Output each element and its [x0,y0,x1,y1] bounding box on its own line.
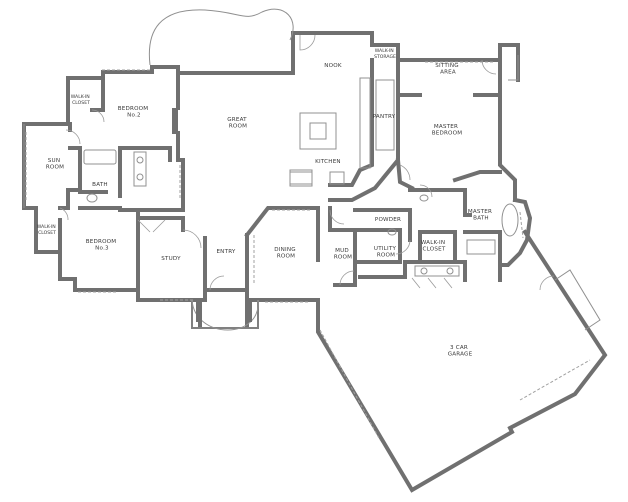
fireplace [172,108,178,134]
label-dining-room: DINING ROOM [274,247,298,260]
label-walk-in-closet-left: WALK-IN CLOSET [37,224,57,236]
room-labels: NOOK WALK-IN STORAGE SITTING AREA WALK-I… [37,48,494,358]
label-bath: BATH [92,182,108,188]
interior-walls [23,58,502,292]
label-master-bedroom: MASTER BEDROOM [432,124,463,137]
label-utility-room: UTILITY ROOM [374,246,398,259]
label-great-room: GREAT ROOM [227,117,249,130]
label-mud-room: MUD ROOM [334,248,352,261]
label-powder: POWDER [375,217,401,223]
windows [25,61,524,303]
doors [59,34,555,291]
master-tub [501,203,519,237]
label-garage: 3 CAR GARAGE [448,345,473,358]
label-sitting-area: SITTING AREA [435,63,461,76]
label-bedroom-3: BEDROOM No.3 [86,239,119,252]
label-walk-in-closet-top: WALK-IN CLOSET [71,94,91,106]
label-study: STUDY [161,256,181,262]
label-pantry: PANTRY [373,114,396,120]
decks-and-bays [148,8,601,331]
label-master-bath: MASTER BATH [468,209,494,222]
exterior-walls [22,31,608,493]
label-kitchen: KITCHEN [315,159,341,165]
label-nook: NOOK [324,63,342,69]
label-bedroom-2: BEDROOM No.2 [118,106,151,119]
label-walk-in-storage: WALK-IN STORAGE [374,48,396,60]
label-sun-room: SUN ROOM [46,158,64,171]
label-entry: ENTRY [216,249,235,255]
fixtures [83,77,591,441]
label-walk-in-closet-master: WALK-IN CLOSET [421,240,448,253]
kitchen-island [299,112,337,150]
